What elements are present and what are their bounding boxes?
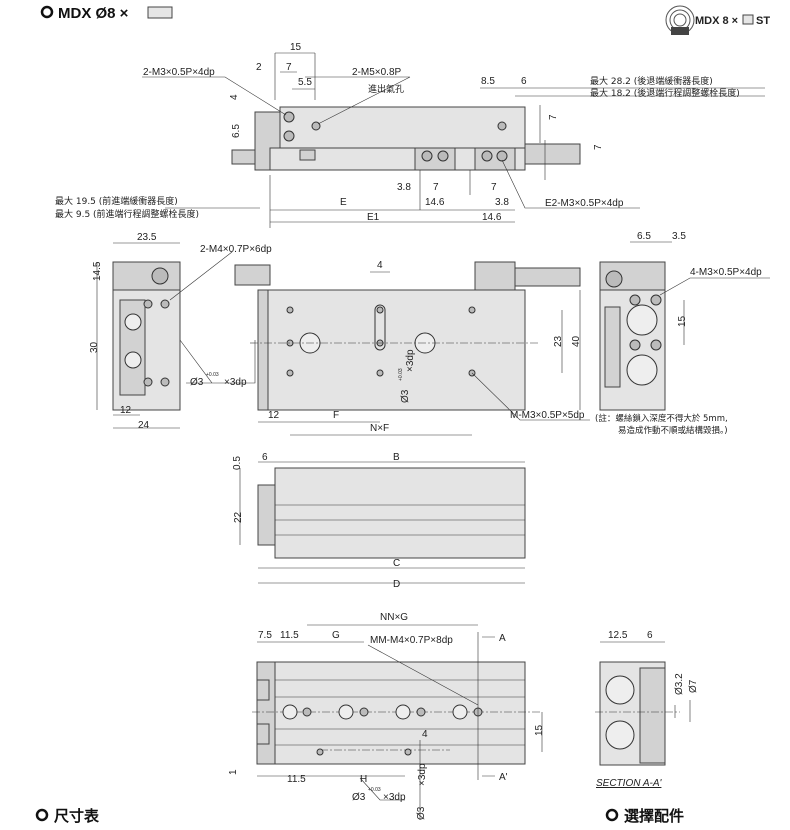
section-mark-a: A <box>499 633 506 644</box>
dim-15: 15 <box>534 724 545 736</box>
port-label-m3: 2-M3×0.5P×4dp <box>143 67 215 78</box>
dim-14.6: 14.6 <box>425 197 445 208</box>
dim-7: 7 <box>433 182 439 193</box>
dim-6.5: 6.5 <box>637 231 651 242</box>
dim-15: 15 <box>677 315 688 327</box>
dim-NNxG: NN×G <box>380 612 408 623</box>
lower-side-view: 0.5 6 B 22 C D <box>232 452 526 590</box>
pin-hole-label-vertical: Ø3 <box>400 389 411 403</box>
pin-hole-depth: ×3dp <box>417 763 428 786</box>
mount-tap-label: 2-M4×0.7P×6dp <box>200 244 272 255</box>
pin-hole-label-vertical: Ø3 <box>416 806 427 820</box>
tap-label-m: M-M3×0.5P×5dp <box>510 410 585 421</box>
pin-hole-tolerance: +0.03 <box>368 787 381 793</box>
model-box <box>742 14 754 25</box>
dim-6: 6 <box>262 452 268 463</box>
pin-hole-tolerance: +0.03 <box>398 368 404 381</box>
pin-hole-depth: ×3dp <box>405 349 416 372</box>
bullet-icon <box>605 808 619 822</box>
model-ref: MDX 8 × <box>695 15 738 27</box>
dim-11.5: 11.5 <box>287 774 306 785</box>
port-note: 進出氣孔 <box>368 83 404 95</box>
tap-label-mm: MM-M4×0.7P×8dp <box>370 635 453 646</box>
dim-H: H <box>360 774 367 785</box>
dim-23: 23 <box>553 335 564 347</box>
dim-22: 22 <box>233 511 244 523</box>
dim-40: 40 <box>571 335 582 347</box>
dim-30: 30 <box>89 341 100 353</box>
model-suffix: ST <box>756 15 770 27</box>
max-back-shock-length: 最大 28.2 (後退端緩衝器長度) <box>590 75 713 87</box>
dim-12: 12 <box>268 410 280 421</box>
dim-4: 4 <box>377 260 383 271</box>
dim-NxF: N×F <box>370 423 389 434</box>
header: MDX Ø8 × MDX 8 × ST <box>40 5 770 35</box>
dim-3.5: 3.5 <box>672 231 686 242</box>
dim-1: 1 <box>228 769 239 775</box>
dim-7: 7 <box>491 182 497 193</box>
dim-4: 4 <box>229 94 240 100</box>
pin-hole-label: Ø3 <box>190 377 204 388</box>
top-view: 2-M4×0.7P×6dp 4 12 F N×F 23 40 Ø3 +0.03 … <box>200 244 728 436</box>
dim-15: 15 <box>290 42 302 53</box>
dim-C: C <box>393 558 400 569</box>
dim-6: 6 <box>647 630 653 641</box>
dim-12.5: 12.5 <box>608 630 628 641</box>
dim-6.5: 6.5 <box>231 124 242 138</box>
dim-7.5: 7.5 <box>258 630 272 641</box>
note-line-2: 易造成作動不順或結構毀損。) <box>618 425 728 436</box>
port-label-m5: 2-M5×0.8P <box>352 67 402 78</box>
dim-dia-3.2: Ø3.2 <box>674 673 685 695</box>
dim-dia-7: Ø7 <box>688 679 699 693</box>
dim-3.8: 3.8 <box>495 197 509 208</box>
dim-6: 6 <box>521 76 527 87</box>
dim-7: 7 <box>548 114 559 120</box>
pin-hole-depth: ×3dp <box>383 792 406 803</box>
section-view: 12.5 6 Ø3.2 Ø7 SECTION A-A' <box>595 630 699 789</box>
options-heading[interactable]: 選擇配件 <box>624 807 684 825</box>
max-front-bolt-length: 最大 9.5 (前進端行程調整螺栓長度) <box>55 208 199 220</box>
tap-label-e2: E2-M3×0.5P×4dp <box>545 198 624 209</box>
max-front-shock-length: 最大 19.5 (前進端緩衝器長度) <box>55 195 178 207</box>
dim-4: 4 <box>422 729 428 740</box>
front-view: 23.5 14.5 30 Ø3 +0.03 ×3dp 12 24 <box>89 232 256 431</box>
dim-E: E <box>340 197 347 208</box>
page-title: MDX Ø8 × <box>58 5 129 22</box>
dim-7: 7 <box>593 144 604 150</box>
dim-23.5: 23.5 <box>137 232 157 243</box>
tap-label-4m3: 4-M3×0.5P×4dp <box>690 267 762 278</box>
model-logo-icon <box>665 5 695 35</box>
dim-D: D <box>393 579 400 590</box>
dim-11.5: 11.5 <box>280 630 299 641</box>
dim-3.8: 3.8 <box>397 182 411 193</box>
section-title: SECTION A-A' <box>596 778 663 789</box>
dim-14.5: 14.5 <box>92 261 103 281</box>
pin-hole-label: Ø3 <box>352 792 366 803</box>
pin-hole-depth: ×3dp <box>224 377 247 388</box>
bullet-icon <box>40 5 54 19</box>
stroke-box <box>147 6 173 19</box>
section-mark-a-prime: A' <box>499 772 508 783</box>
dim-8.5: 8.5 <box>481 76 495 87</box>
right-end-view: 6.5 3.5 4-M3×0.5P×4dp 15 <box>599 231 770 411</box>
dim-G: G <box>332 630 340 641</box>
dim-E1: E1 <box>367 212 380 223</box>
bullet-icon <box>35 808 49 822</box>
dim-0.5: 0.5 <box>232 456 243 470</box>
dimension-table-heading: 尺寸表 <box>54 807 100 825</box>
max-back-bolt-length: 最大 18.2 (後退端行程調整螺栓長度) <box>590 87 740 99</box>
dim-2: 2 <box>256 62 262 73</box>
footer: 尺寸表 選擇配件 <box>35 807 684 825</box>
dim-5.5: 5.5 <box>298 77 312 88</box>
note-line-1: (註：螺絲鎖入深度不得大於 5mm, <box>595 413 728 424</box>
dim-12: 12 <box>120 405 132 416</box>
dim-14.6: 14.6 <box>482 212 502 223</box>
dim-24: 24 <box>138 420 150 431</box>
side-view: 15 2 7 5.5 2-M3×0.5P×4dp 2-M5×0.8P 進出氣孔 … <box>55 42 765 228</box>
bottom-view: NN×G 7.5 11.5 G MM-M4×0.7P×8dp A 4 15 1 … <box>228 612 545 820</box>
dim-B: B <box>393 452 400 463</box>
pin-hole-tolerance: +0.03 <box>206 372 219 378</box>
dim-F: F <box>333 410 339 421</box>
dim-7: 7 <box>286 62 292 73</box>
